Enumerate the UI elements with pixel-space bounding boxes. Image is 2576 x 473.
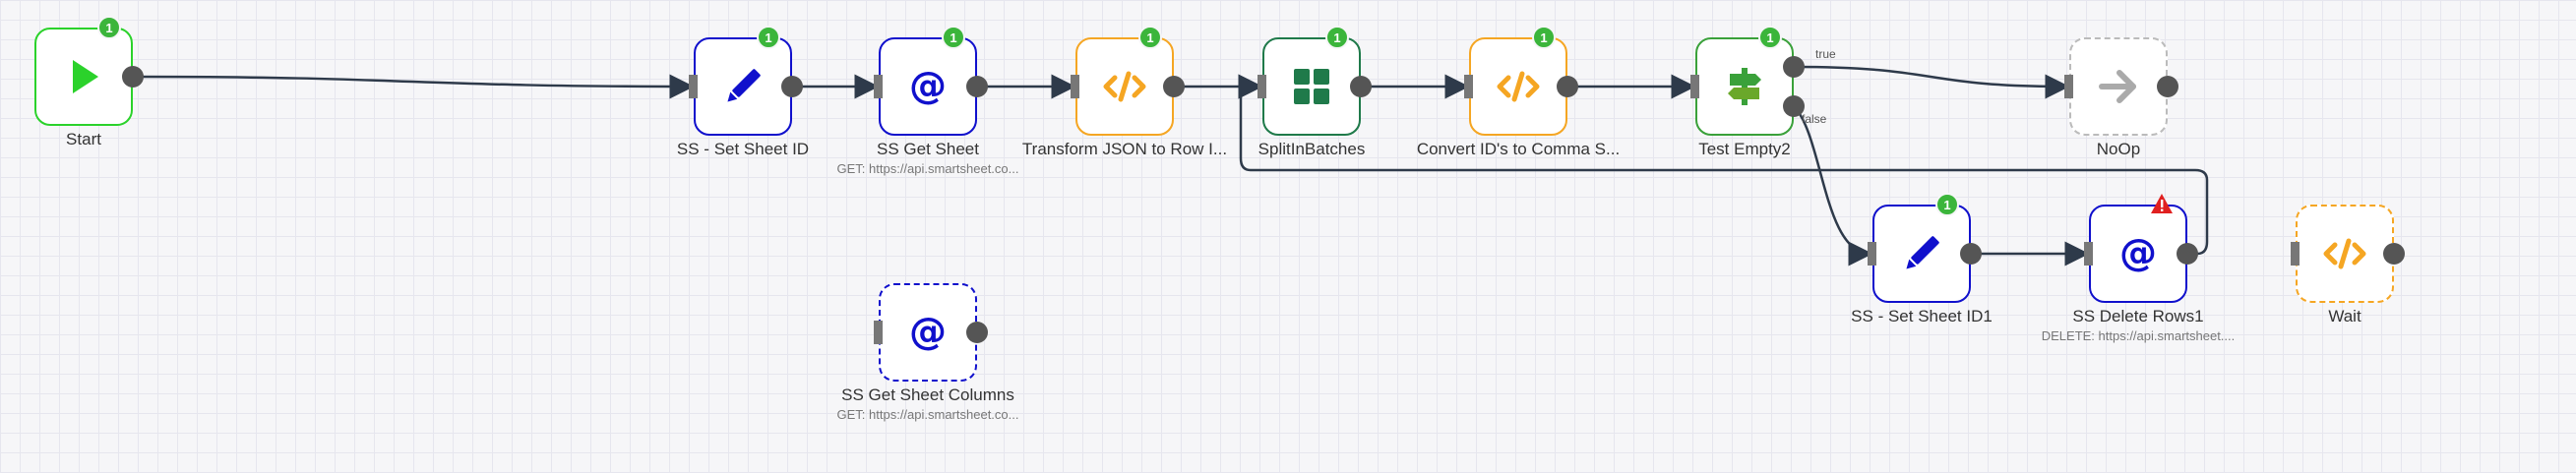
- node-start[interactable]: 1: [34, 16, 133, 126]
- node-label: Test Empty2: [1698, 140, 1791, 158]
- output-port[interactable]: [966, 76, 988, 97]
- output-port[interactable]: [966, 322, 988, 343]
- run-count-badge: 1: [1935, 193, 1959, 216]
- input-port[interactable]: [1071, 75, 1079, 98]
- play-icon: [61, 54, 106, 99]
- node-label: SS Get Sheet Columns: [841, 385, 1014, 404]
- warning-icon[interactable]: [2150, 193, 2174, 219]
- node-get[interactable]: @1: [879, 26, 977, 136]
- code-icon: [1496, 64, 1541, 109]
- signpost-icon: [1722, 64, 1767, 109]
- arrow-right-icon: [2096, 64, 2141, 109]
- svg-text:@: @: [2119, 231, 2157, 274]
- connection-delete-split[interactable]: [1238, 74, 2209, 256]
- at-icon: @: [905, 310, 951, 355]
- input-port[interactable]: [1464, 75, 1473, 98]
- output-port[interactable]: [1163, 76, 1185, 97]
- run-count-badge: 1: [757, 26, 780, 49]
- svg-text:@: @: [909, 64, 947, 107]
- node-set1[interactable]: 1: [694, 26, 792, 136]
- output-port[interactable]: [1557, 76, 1578, 97]
- edge-label-false: false: [1802, 112, 1827, 126]
- run-count-badge: 1: [1758, 26, 1782, 49]
- run-count-badge: 1: [97, 16, 121, 39]
- node-test[interactable]: 1: [1695, 26, 1794, 136]
- code-icon: [1102, 64, 1147, 109]
- input-port[interactable]: [2291, 242, 2300, 266]
- node-label: SplitInBatches: [1257, 140, 1366, 158]
- connection-test-set2[interactable]: [1793, 105, 1873, 266]
- node-label: SS - Set Sheet ID: [676, 140, 810, 158]
- input-port[interactable]: [2064, 75, 2073, 98]
- pencil-icon: [1899, 231, 1944, 276]
- input-port[interactable]: [689, 75, 698, 98]
- input-port[interactable]: [1868, 242, 1876, 266]
- output-port-true[interactable]: [1783, 56, 1805, 78]
- output-port[interactable]: [781, 76, 803, 97]
- node-delete[interactable]: @: [2089, 194, 2187, 303]
- node-subtitle: GET: https://api.smartsheet.co...: [836, 407, 1019, 422]
- grid-icon: [1289, 64, 1334, 109]
- input-port[interactable]: [874, 75, 883, 98]
- edge-label-true: true: [1815, 47, 1836, 61]
- node-convert[interactable]: 1: [1469, 26, 1567, 136]
- run-count-badge: 1: [942, 26, 965, 49]
- connection-test-noop[interactable]: [1793, 65, 2070, 99]
- node-label: SS Get Sheet: [877, 140, 979, 158]
- output-port[interactable]: [1350, 76, 1372, 97]
- node-wait[interactable]: [2296, 205, 2394, 303]
- output-port[interactable]: [2383, 243, 2405, 265]
- node-subtitle: DELETE: https://api.smartsheet....: [2041, 328, 2236, 343]
- node-set2[interactable]: 1: [1872, 193, 1971, 303]
- output-port[interactable]: [122, 66, 144, 88]
- connection-start-set1[interactable]: [132, 74, 695, 99]
- node-transform[interactable]: 1: [1075, 26, 1174, 136]
- run-count-badge: 1: [1532, 26, 1556, 49]
- run-count-badge: 1: [1325, 26, 1349, 49]
- node-noop[interactable]: [2069, 37, 2168, 136]
- node-label: Transform JSON to Row I...: [1021, 140, 1228, 158]
- node-label: NoOp: [2096, 140, 2141, 158]
- svg-text:@: @: [909, 310, 947, 353]
- at-icon: @: [905, 64, 951, 109]
- run-count-badge: 1: [1138, 26, 1162, 49]
- node-label: Start: [66, 130, 101, 148]
- input-port[interactable]: [874, 321, 883, 344]
- output-port[interactable]: [2177, 243, 2198, 265]
- output-port-false[interactable]: [1783, 95, 1805, 117]
- output-port[interactable]: [1960, 243, 1982, 265]
- node-label: Wait: [2328, 307, 2361, 325]
- node-split[interactable]: 1: [1262, 26, 1361, 136]
- node-columns[interactable]: @: [879, 283, 977, 382]
- input-port[interactable]: [1257, 75, 1266, 98]
- at-icon: @: [2116, 231, 2161, 276]
- output-port[interactable]: [2157, 76, 2178, 97]
- node-label: SS Delete Rows1: [2072, 307, 2204, 325]
- input-port[interactable]: [1690, 75, 1699, 98]
- node-label: Convert ID's to Comma S...: [1416, 140, 1621, 158]
- node-subtitle: GET: https://api.smartsheet.co...: [836, 161, 1019, 176]
- pencil-icon: [720, 64, 766, 109]
- code-icon: [2322, 231, 2367, 276]
- input-port[interactable]: [2084, 242, 2093, 266]
- node-label: SS - Set Sheet ID1: [1851, 307, 1993, 325]
